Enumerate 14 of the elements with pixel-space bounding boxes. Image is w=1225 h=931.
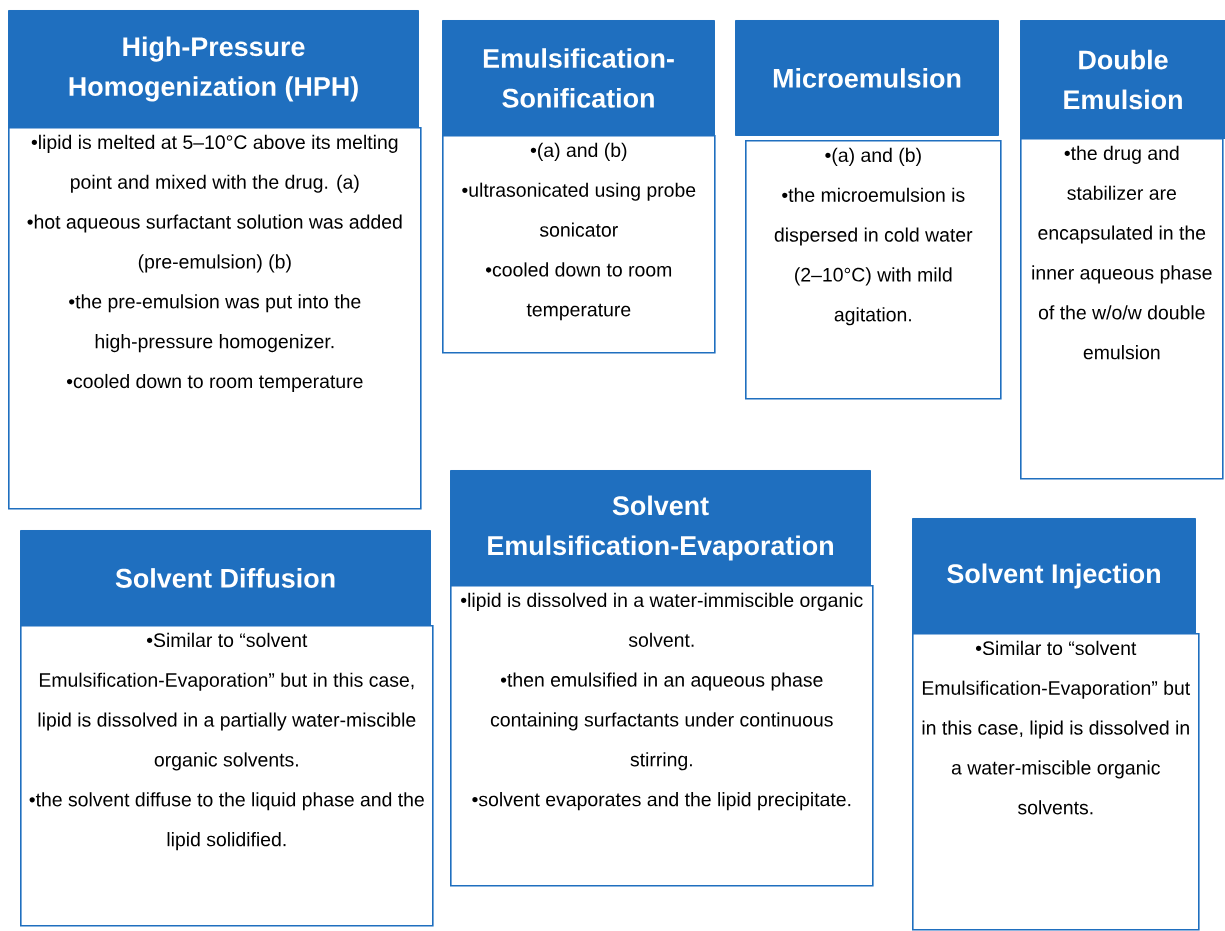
description-box: •Similar to “solvent Emulsification-Evaporation” but in this case, lipid is dissolved in a partially water-miscible organic solvents. •the solvent diffuse to the liquid phase and the lipid solidified. xyxy=(20,625,434,927)
method-header: Solvent Diffusion xyxy=(20,530,431,626)
description-box: •(a) and (b) •the microemulsion is dispersed in cold water (2–10°C) with mild agitation. xyxy=(745,140,1002,400)
method-header: High-Pressure Homogenization (HPH) xyxy=(8,10,419,128)
description-box: •Similar to “solvent Emulsification-Evaporation” but in this case, lipid is dissolved in a water-miscible organic solvents. xyxy=(912,633,1200,931)
description-box: •lipid is melted at 5–10°C above its melting point and mixed with the drug. (a) •hot aqueous surfactant solution was added (pre-emulsion) (b) •the pre-emulsion was put into the high-pressure homogenizer. •cooled down to room temperature xyxy=(8,127,422,510)
description-box: •the drug and stabilizer are encapsulated in the inner aqueous phase of the w/o/w double emulsion xyxy=(1020,138,1224,480)
description-box: •(a) and (b) •ultrasonicated using probe sonicator •cooled down to room temperature xyxy=(442,135,716,354)
method-header: Solvent Injection xyxy=(912,518,1196,634)
method-header: Microemulsion xyxy=(735,20,999,136)
method-header: Emulsification-Sonification xyxy=(442,20,715,136)
description-box: •lipid is dissolved in a water-immiscible organic solvent. •then emulsified in an aqueous phase containing surfactants under continuous stirring. •solvent evaporates and the lipid precipitate. xyxy=(450,585,874,887)
method-header: Double Emulsion xyxy=(1020,20,1225,139)
method-header: Solvent Emulsification-Evaporation xyxy=(450,470,871,586)
